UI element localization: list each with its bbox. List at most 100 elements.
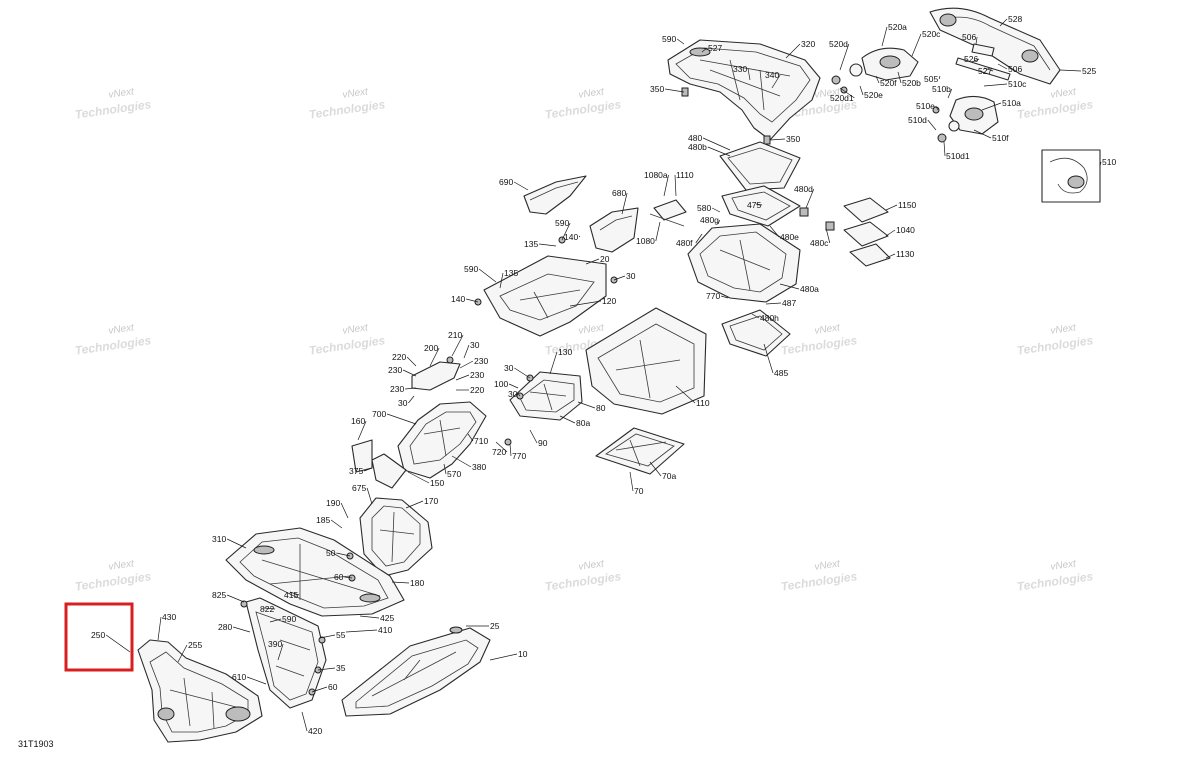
callout-150[interactable]: 150 <box>430 478 444 488</box>
callout-230c[interactable]: 230 <box>470 370 484 380</box>
callout-430[interactable]: 430 <box>162 612 176 622</box>
callout-330[interactable]: 330 <box>733 64 747 74</box>
callout-510e[interactable]: 510e <box>916 101 935 111</box>
front-rack-310[interactable] <box>225 527 405 617</box>
skid-plate-10[interactable] <box>341 626 491 717</box>
callout-390[interactable]: 390 <box>268 639 282 649</box>
callout-480c[interactable]: 480c <box>810 238 829 248</box>
callout-120[interactable]: 120 <box>602 296 616 306</box>
tail-light-right[interactable] <box>932 95 999 143</box>
callout-480d[interactable]: 480d <box>794 184 813 194</box>
callout-527a[interactable]: 527 <box>708 43 722 53</box>
callout-480b[interactable]: 480b <box>688 142 707 152</box>
callout-485[interactable]: 485 <box>774 368 788 378</box>
callout-510d1[interactable]: 510d1 <box>946 151 970 161</box>
callout-70[interactable]: 70 <box>634 486 644 496</box>
callout-1080a[interactable]: 1080a <box>644 170 668 180</box>
callout-480[interactable]: 480 <box>688 133 702 143</box>
callout-140a[interactable]: 140 <box>564 232 578 242</box>
callout-210[interactable]: 210 <box>448 330 462 340</box>
callout-1130[interactable]: 1130 <box>896 249 915 259</box>
wiring-harness-inset[interactable] <box>1041 149 1101 203</box>
tail-light-left[interactable] <box>831 47 919 94</box>
callout-350a[interactable]: 350 <box>650 84 664 94</box>
callout-140b[interactable]: 140 <box>451 294 465 304</box>
callout-510[interactable]: 510 <box>1102 157 1116 167</box>
callout-230b[interactable]: 230 <box>388 365 402 375</box>
callout-822[interactable]: 822 <box>260 604 274 614</box>
callout-610[interactable]: 610 <box>232 672 246 682</box>
rear-rack[interactable] <box>667 39 821 145</box>
callout-590d[interactable]: 590 <box>282 614 296 624</box>
callout-510b[interactable]: 510b <box>932 84 951 94</box>
callout-525[interactable]: 525 <box>1082 66 1096 76</box>
callout-160[interactable]: 160 <box>351 416 365 426</box>
callout-30c[interactable]: 30 <box>504 363 514 373</box>
callout-825[interactable]: 825 <box>212 590 226 600</box>
front-fender-200[interactable] <box>411 356 461 391</box>
callout-25[interactable]: 25 <box>490 621 500 631</box>
callout-480g[interactable]: 480g <box>700 215 719 225</box>
callout-1150[interactable]: 1150 <box>898 200 917 210</box>
callout-190[interactable]: 190 <box>326 498 340 508</box>
callout-230d[interactable]: 230 <box>390 384 404 394</box>
front-frame-170[interactable] <box>359 497 433 577</box>
callout-415[interactable]: 415 <box>284 590 298 600</box>
front-bumper-250[interactable] <box>137 639 263 743</box>
callout-170[interactable]: 170 <box>424 496 438 506</box>
side-panel-680[interactable] <box>589 207 639 253</box>
callout-675[interactable]: 675 <box>352 483 366 493</box>
callout-480a[interactable]: 480a <box>800 284 819 294</box>
callout-475[interactable]: 475 <box>747 200 761 210</box>
callout-255[interactable]: 255 <box>188 640 202 650</box>
footrest-70[interactable] <box>595 427 685 475</box>
callout-130[interactable]: 130 <box>558 347 572 357</box>
callout-520b[interactable]: 520b <box>902 78 921 88</box>
floor-pan-110[interactable] <box>585 307 707 415</box>
cable-bundle[interactable] <box>649 199 687 227</box>
callout-20[interactable]: 20 <box>600 254 610 264</box>
callout-340[interactable]: 340 <box>765 70 779 80</box>
callout-410[interactable]: 410 <box>378 625 392 635</box>
callout-720[interactable]: 720 <box>492 447 506 457</box>
callout-375[interactable]: 375 <box>349 466 363 476</box>
callout-510d[interactable]: 510d <box>908 115 927 125</box>
callout-510f[interactable]: 510f <box>992 133 1009 143</box>
rear-footwell-mat[interactable] <box>721 309 791 357</box>
callout-30e[interactable]: 30 <box>398 398 408 408</box>
callout-590b[interactable]: 590 <box>555 218 569 228</box>
callout-35[interactable]: 35 <box>336 663 346 673</box>
callout-570[interactable]: 570 <box>447 469 461 479</box>
front-bracket-280[interactable] <box>245 597 327 709</box>
front-hood-700[interactable] <box>397 401 487 479</box>
callout-520a[interactable]: 520a <box>888 22 907 32</box>
callout-420[interactable]: 420 <box>308 726 322 736</box>
callout-30b[interactable]: 30 <box>470 340 480 350</box>
console-130[interactable] <box>509 371 583 421</box>
callout-60b[interactable]: 60 <box>328 682 338 692</box>
callout-580[interactable]: 580 <box>697 203 711 213</box>
callout-487[interactable]: 487 <box>782 298 796 308</box>
callout-480e[interactable]: 480e <box>780 232 799 242</box>
callout-520d1[interactable]: 520d1 <box>830 93 854 103</box>
callout-185[interactable]: 185 <box>316 515 330 525</box>
callout-528[interactable]: 528 <box>1008 14 1022 24</box>
callout-90[interactable]: 90 <box>538 438 548 448</box>
callout-480h[interactable]: 480h <box>760 313 779 323</box>
callout-60a[interactable]: 60 <box>334 572 344 582</box>
callout-590a[interactable]: 590 <box>662 34 676 44</box>
callout-506b[interactable]: 506 <box>1008 64 1022 74</box>
callout-425[interactable]: 425 <box>380 613 394 623</box>
panel-380[interactable] <box>371 453 407 489</box>
callout-180[interactable]: 180 <box>410 578 424 588</box>
callout-320[interactable]: 320 <box>801 39 815 49</box>
callout-200[interactable]: 200 <box>424 343 438 353</box>
callout-55[interactable]: 55 <box>336 630 346 640</box>
callout-30d[interactable]: 30 <box>508 389 518 399</box>
callout-505[interactable]: 505 <box>924 74 938 84</box>
callout-510a[interactable]: 510a <box>1002 98 1021 108</box>
callout-520e[interactable]: 520e <box>864 90 883 100</box>
callout-680[interactable]: 680 <box>612 188 626 198</box>
callout-100[interactable]: 100 <box>494 379 508 389</box>
callout-527b[interactable]: 527 <box>978 66 992 76</box>
